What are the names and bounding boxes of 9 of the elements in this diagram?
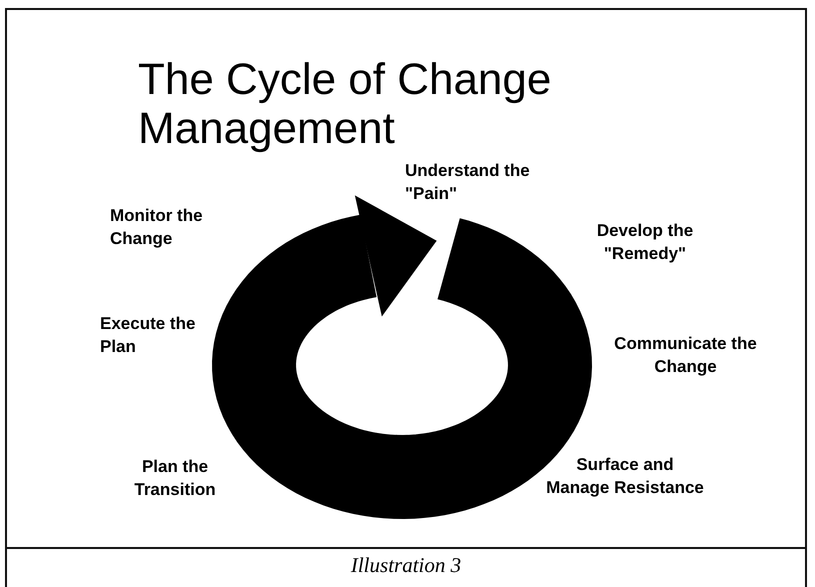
stage-label: Communicate the Change xyxy=(613,333,758,378)
stage-label: Develop the "Remedy" xyxy=(596,220,694,265)
title: The Cycle of Change Management xyxy=(138,55,552,154)
stage-label: Plan the Transition xyxy=(133,456,217,501)
stage-label: Monitor the Change xyxy=(110,205,204,250)
caption: Illustration 3 xyxy=(350,553,462,578)
stage-label: Execute the Plan xyxy=(100,313,196,358)
stage-label: Understand the "Pain" xyxy=(405,160,531,205)
stage-label: Surface and Manage Resistance xyxy=(545,454,705,499)
